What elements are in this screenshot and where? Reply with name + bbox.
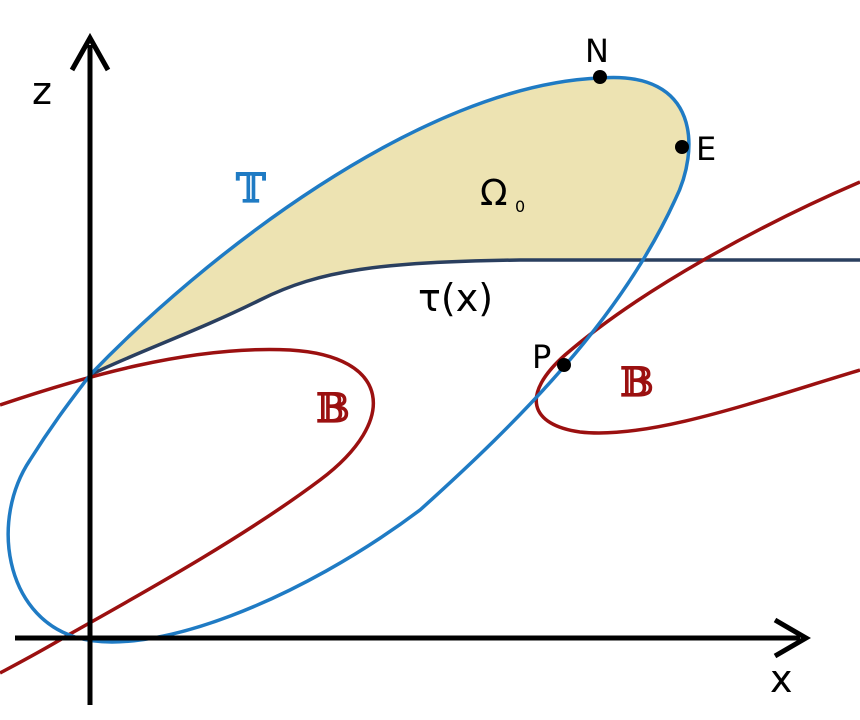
b-curve-left-label: 𝔹 bbox=[316, 385, 350, 432]
z-axis-label: z bbox=[32, 69, 52, 113]
z-axis-arrowhead bbox=[69, 32, 111, 72]
point-e-label: E bbox=[696, 130, 716, 168]
point-n bbox=[593, 70, 607, 84]
point-n-label: N bbox=[585, 32, 609, 70]
b-curve-right-label: 𝔹 bbox=[620, 359, 654, 406]
omega-subscript: 0 bbox=[515, 197, 525, 216]
x-axis-label: x bbox=[770, 657, 793, 701]
point-p bbox=[557, 358, 571, 372]
x-axis-arrowhead bbox=[773, 617, 811, 659]
tau-label: τ(x) bbox=[418, 276, 493, 320]
point-p-label: P bbox=[532, 338, 551, 376]
b-curve-right bbox=[534, 180, 860, 435]
omega-region bbox=[90, 77, 689, 375]
t-curve-label: 𝕋 bbox=[235, 165, 266, 212]
t-curve bbox=[6, 75, 691, 644]
point-e bbox=[675, 140, 689, 154]
tau-curve bbox=[89, 258, 860, 377]
omega-label: Ω bbox=[480, 173, 508, 214]
